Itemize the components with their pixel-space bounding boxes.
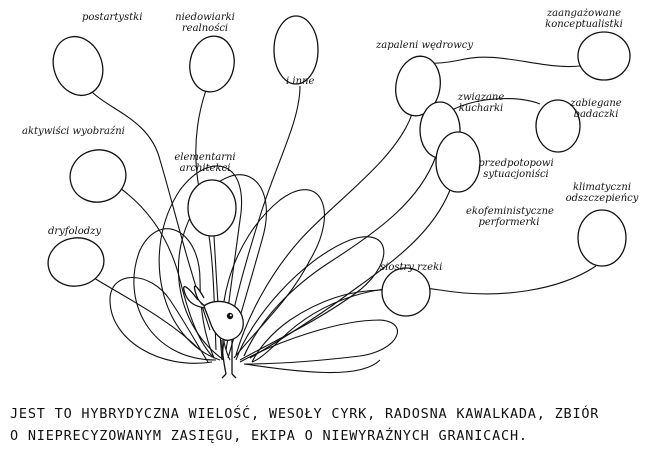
label-aktywisci: aktywiści wyobraźni (22, 126, 125, 137)
string-zwiazane (243, 155, 437, 357)
label-zaangazowane: zaangażowane konceptualistki (545, 8, 623, 30)
label-postartystki: postartystki (82, 12, 143, 23)
tail-loop-2 (177, 174, 267, 361)
tail-loop-1 (158, 165, 242, 361)
balloon-icon-postartystki (52, 35, 104, 97)
label-elementarni: elementarni architekci (174, 152, 236, 174)
label-klimatyczni: klimatyczni odszczepieńcy (565, 182, 639, 204)
string-zapaleni (235, 113, 413, 356)
balloon-icon-niedowiarki (189, 35, 235, 93)
rabbit-icon (183, 285, 244, 379)
balloon-icon-elementarni (187, 179, 237, 237)
balloon-icon-zapaleni (395, 55, 441, 117)
string-zabiegane (451, 98, 541, 111)
label-przedpotopowi: przedpotopowi sytuacjoniści (478, 158, 554, 180)
balloon-strings (91, 56, 597, 374)
string-postartystki (91, 91, 211, 331)
balloon-icon-i-inne (273, 15, 319, 85)
balloon-icon-siostry (381, 267, 431, 317)
label-siostry: siostry rzeki (380, 262, 443, 273)
balloons (47, 15, 631, 317)
label-zwiazane: związane kucharki (457, 92, 505, 114)
balloon-icon-aktywisci (69, 149, 127, 203)
label-zabiegane: zabiegane badaczki (570, 98, 622, 120)
label-niedowiarki: niedowiarki realności (175, 12, 235, 34)
caption-line-2: o nieprecyzowanym zasięgu, ekipa o niewy… (10, 428, 528, 444)
string-aktywisci (119, 187, 215, 359)
string-przedpotopowi (249, 189, 451, 359)
string-siostry (251, 289, 385, 363)
tail-loop-7 (109, 277, 213, 364)
balloon-icon-przedpotopowi (435, 131, 481, 193)
balloon-icon-zabiegane (535, 99, 581, 153)
label-i-inne: i inne (286, 76, 315, 87)
string-elementarni (213, 235, 223, 361)
label-dryfolodzy: dryfolodzy (48, 226, 102, 237)
label-ekofeministyczne: ekofeministyczne performerki (466, 206, 554, 228)
caption-line-1: Jest to hybrydyczna wielość, wesoły cyrk… (10, 406, 600, 422)
tail-loop-6 (133, 228, 217, 361)
tail-loop-5 (239, 319, 398, 365)
rabbit-eye-icon (226, 312, 234, 320)
balloon-icon-dryfolodzy (47, 237, 105, 287)
balloon-icon-zaangazowane (577, 31, 631, 81)
string-zaangazowane (425, 56, 581, 68)
tail-loop-4 (235, 236, 385, 361)
label-zapaleni: zapaleni wędrowcy (376, 40, 474, 51)
balloon-icon-klimatyczni (577, 209, 627, 267)
tail-loop-3 (221, 189, 325, 361)
tail-loop-8 (243, 359, 381, 374)
